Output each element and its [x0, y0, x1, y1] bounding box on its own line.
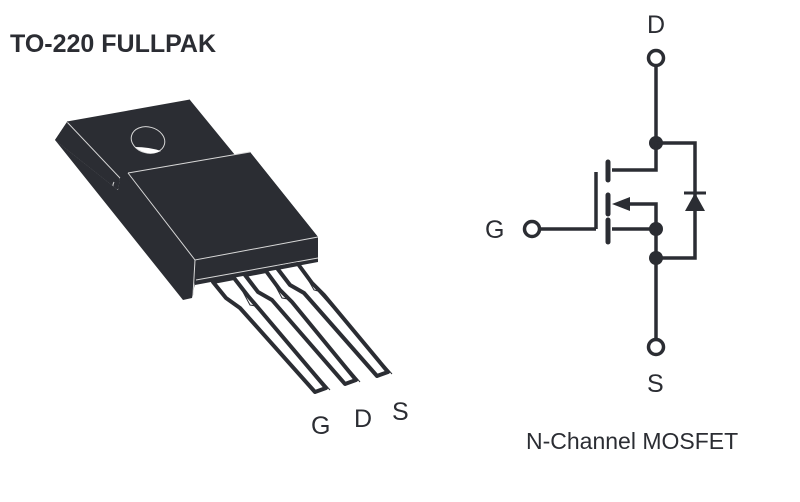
gate-terminal[interactable] — [522, 219, 542, 239]
pin-label-gate: G — [311, 412, 330, 440]
mounting-hole — [130, 126, 166, 154]
body-diode — [684, 191, 706, 211]
pin-label-drain: D — [354, 405, 372, 433]
drain-terminal[interactable] — [646, 48, 666, 68]
terminal-label-gate: G — [485, 216, 504, 244]
terminal-label-drain: D — [647, 11, 665, 39]
schematic-caption: N-Channel MOSFET — [526, 428, 739, 454]
package-title: TO-220 FULLPAK — [10, 30, 217, 58]
pin-label-source: S — [392, 398, 409, 426]
body-arrow — [612, 197, 630, 211]
terminal-label-source: S — [647, 370, 664, 398]
mounting-tab — [55, 99, 235, 191]
junction-dot — [649, 251, 663, 265]
lead-gate — [211, 276, 331, 394]
lead-drain — [243, 269, 361, 386]
to220-package: G D S — [55, 99, 409, 440]
mosfet-schematic: D G S — [485, 11, 706, 398]
lead-source — [275, 262, 393, 378]
source-terminal[interactable] — [646, 337, 666, 357]
package-body — [55, 140, 319, 300]
